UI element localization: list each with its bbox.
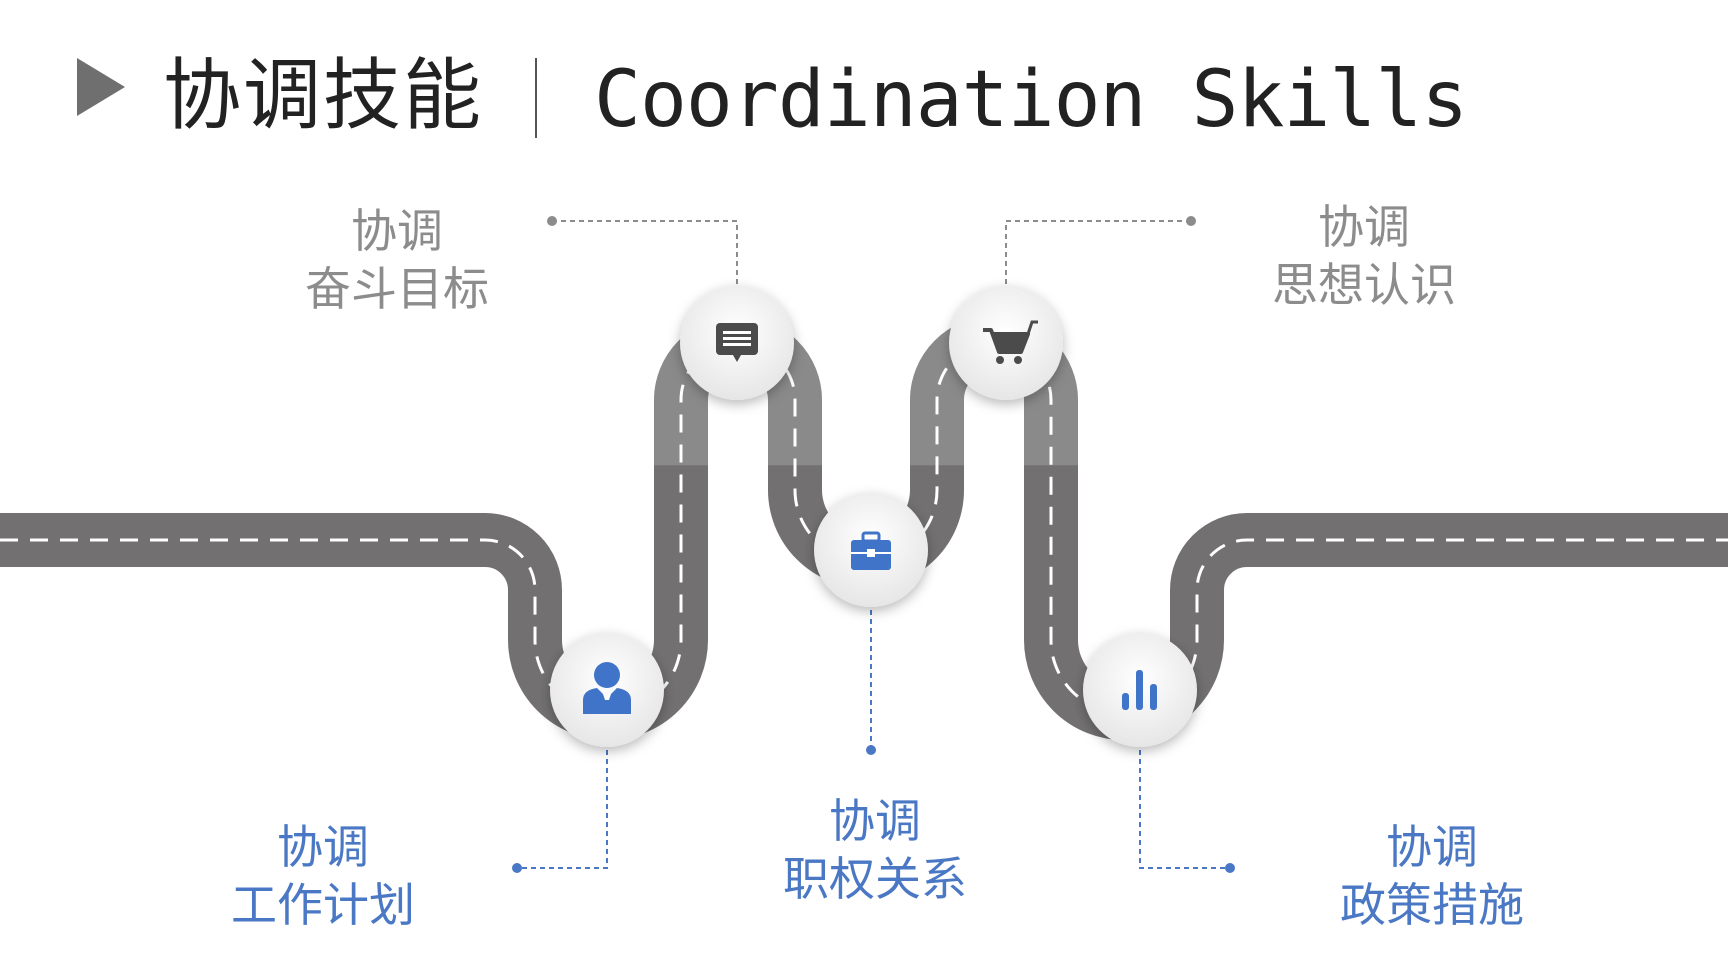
label-work-plan-line1: 协调 [277, 820, 369, 874]
slide-header: 协调技能 Coordination Skills [0, 0, 1728, 160]
label-ideological-understanding-line2: 思想认识 [1272, 258, 1456, 312]
label-struggle-goal-line1: 协调 [351, 204, 443, 258]
connector-dot-struggle-goal [547, 216, 557, 226]
user-icon [583, 662, 631, 714]
node-work-plan [550, 633, 664, 747]
label-work-plan-line2: 工作计划 [231, 878, 415, 932]
play-triangle-icon [77, 58, 125, 116]
node-struggle-goal [680, 286, 794, 400]
connector-struggle-goal [552, 220, 738, 285]
label-ideological-understanding: 协调 思想认识 [1194, 198, 1534, 314]
chat-icon [716, 323, 758, 362]
label-authority-relations-line2: 职权关系 [783, 852, 967, 906]
label-work-plan: 协调 工作计划 [153, 818, 493, 934]
label-policy-measures: 协调 政策措施 [1262, 818, 1602, 934]
label-struggle-goal: 协调 奋斗目标 [227, 202, 567, 318]
label-policy-measures-line1: 协调 [1386, 820, 1478, 874]
connector-policy-measures [1139, 750, 1230, 869]
title-divider [535, 58, 537, 138]
briefcase-icon [851, 531, 891, 570]
label-authority-relations-line1: 协调 [829, 794, 921, 848]
node-policy-measures [1083, 633, 1197, 747]
page-title-english: Coordination Skills [594, 55, 1468, 145]
node-ideological-understanding [949, 286, 1063, 400]
connector-dot-authority-relations [866, 745, 876, 755]
connector-ideological-understanding [1005, 220, 1191, 285]
label-ideological-understanding-line1: 协调 [1318, 200, 1410, 254]
connector-dot-work-plan [512, 863, 522, 873]
label-authority-relations: 协调 职权关系 [705, 792, 1045, 908]
bar-chart-icon [1122, 670, 1157, 710]
shopping-cart-icon [983, 320, 1038, 364]
node-authority-relations [814, 493, 928, 607]
connector-work-plan [517, 750, 608, 869]
label-struggle-goal-line2: 奋斗目标 [305, 262, 489, 316]
page-title-chinese: 协调技能 [163, 51, 484, 141]
connector-dot-policy-measures [1225, 863, 1235, 873]
label-policy-measures-line2: 政策措施 [1340, 878, 1524, 932]
connector-dot-ideological-understanding [1186, 216, 1196, 226]
